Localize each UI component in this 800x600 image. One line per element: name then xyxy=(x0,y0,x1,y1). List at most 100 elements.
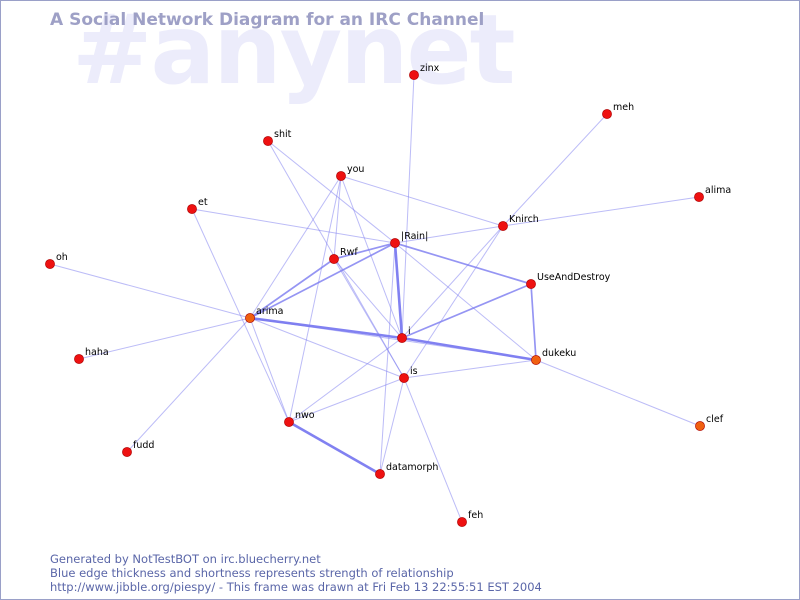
edge-nwo-datamorph xyxy=(287,420,382,476)
edge-Rain-i xyxy=(393,241,404,340)
node-label-is: is xyxy=(410,366,418,377)
node-label-Rwf: Rwf xyxy=(340,247,358,258)
edge-Knirch-Rain xyxy=(394,225,504,244)
node-dot-feh xyxy=(457,517,467,527)
node-UseAndDestroy: UseAndDestroy xyxy=(526,272,611,289)
node-dot-Rwf xyxy=(329,254,339,264)
edge-UseAndDestroy-i xyxy=(401,283,532,339)
edge-oh-arima xyxy=(49,263,251,319)
node-dot-arima xyxy=(245,313,255,323)
edge-alima-Knirch xyxy=(502,196,700,227)
node-dot-is xyxy=(399,373,409,383)
edge-i-nwo xyxy=(288,337,403,423)
node-dot-datamorph xyxy=(375,469,385,479)
node-label-shit: shit xyxy=(274,129,292,140)
edge-is-nwo xyxy=(288,377,405,423)
node-dot-haha xyxy=(74,354,84,364)
edge-UseAndDestroy-dukeku xyxy=(530,283,537,361)
node-label-nwo: nwo xyxy=(295,410,315,421)
node-label-i: i xyxy=(408,326,411,337)
node-dot-shit xyxy=(263,136,273,146)
edge-you-Rwf xyxy=(333,175,342,260)
edge-you-arima xyxy=(249,175,342,319)
edge-shit-Rain xyxy=(267,140,396,244)
edge-Rain-Rwf xyxy=(333,242,396,260)
node-dot-meh xyxy=(602,109,612,119)
edge-is-datamorph xyxy=(379,377,405,475)
node-Knirch: Knirch xyxy=(498,214,539,231)
node-label-arima: arima xyxy=(256,306,283,317)
node-label-Rain: |Rain| xyxy=(401,231,428,242)
node-you: you xyxy=(336,164,364,181)
node-Rain: |Rain| xyxy=(390,231,428,248)
node-Rwf: Rwf xyxy=(329,247,358,264)
edge-zinx-i xyxy=(401,74,415,339)
edge-arima-is xyxy=(249,317,405,379)
node-meh: meh xyxy=(602,102,634,119)
node-label-alima: alima xyxy=(705,185,731,196)
node-nwo: nwo xyxy=(284,410,315,427)
edge-arima-fudd xyxy=(126,317,251,453)
edge-meh-Knirch xyxy=(502,113,608,227)
edge-Rain-dukeku xyxy=(394,242,537,361)
node-dot-you xyxy=(336,171,346,181)
edge-Rain-UseAndDestroy xyxy=(394,242,532,285)
edge-arima-haha xyxy=(78,317,251,360)
node-feh: feh xyxy=(457,510,483,527)
node-et: et xyxy=(187,197,208,214)
edge-Rain-arima xyxy=(249,242,396,319)
node-label-haha: haha xyxy=(85,347,109,358)
node-datamorph: datamorph xyxy=(375,462,438,479)
edge-is-feh xyxy=(403,377,463,523)
footer-generated-by: Generated by NotTestBOT on irc.bluecherr… xyxy=(50,552,321,566)
node-label-clef: clef xyxy=(706,414,724,425)
node-dot-clef xyxy=(695,421,705,431)
edge-you-nwo xyxy=(288,175,342,423)
node-dot-dukeku xyxy=(531,355,541,365)
footer-source-timestamp: http://www.jibble.org/piespy/ - This fra… xyxy=(50,580,542,594)
edge-dukeku-clef xyxy=(535,359,701,427)
edge-Knirch-is xyxy=(403,225,504,379)
edge-Rain-datamorph xyxy=(379,242,396,475)
node-dukeku: dukeku xyxy=(531,348,576,365)
node-dot-i xyxy=(397,333,407,343)
node-clef: clef xyxy=(695,414,724,431)
diagram-title: A Social Network Diagram for an IRC Chan… xyxy=(50,10,485,30)
node-dot-Rain xyxy=(390,238,400,248)
edge-you-i xyxy=(340,175,403,339)
node-label-datamorph: datamorph xyxy=(386,462,438,473)
node-dot-et xyxy=(187,204,197,214)
node-dot-UseAndDestroy xyxy=(526,279,536,289)
node-dot-alima xyxy=(694,192,704,202)
edge-et-Rain xyxy=(191,208,396,244)
edge-you-Knirch xyxy=(340,175,504,227)
node-dot-fudd xyxy=(122,447,132,457)
edge-Rwf-is xyxy=(333,258,405,379)
node-alima: alima xyxy=(694,185,731,202)
node-label-you: you xyxy=(347,164,364,175)
edge-Rwf-arima xyxy=(249,258,335,319)
node-is: is xyxy=(399,366,418,383)
channel-watermark: #anynet xyxy=(72,0,515,106)
edge-Knirch-i xyxy=(401,225,504,339)
edge-i-dukeku xyxy=(400,336,538,362)
node-label-Knirch: Knirch xyxy=(509,214,539,225)
edge-layer xyxy=(49,74,701,523)
footer: Generated by NotTestBOT on irc.bluecherr… xyxy=(50,552,542,594)
edge-is-dukeku xyxy=(403,359,537,379)
node-label-dukeku: dukeku xyxy=(542,348,576,359)
node-label-fudd: fudd xyxy=(133,440,154,451)
node-label-oh: oh xyxy=(56,252,68,263)
node-oh: oh xyxy=(45,252,68,269)
node-dot-zinx xyxy=(409,70,419,80)
node-label-feh: feh xyxy=(468,510,483,521)
node-zinx: zinx xyxy=(409,63,440,80)
footer-legend-note: Blue edge thickness and shortness repres… xyxy=(50,566,454,580)
node-haha: haha xyxy=(74,347,109,364)
node-shit: shit xyxy=(263,129,292,146)
node-dot-oh xyxy=(45,259,55,269)
node-dot-Knirch xyxy=(498,221,508,231)
node-label-et: et xyxy=(198,197,208,208)
